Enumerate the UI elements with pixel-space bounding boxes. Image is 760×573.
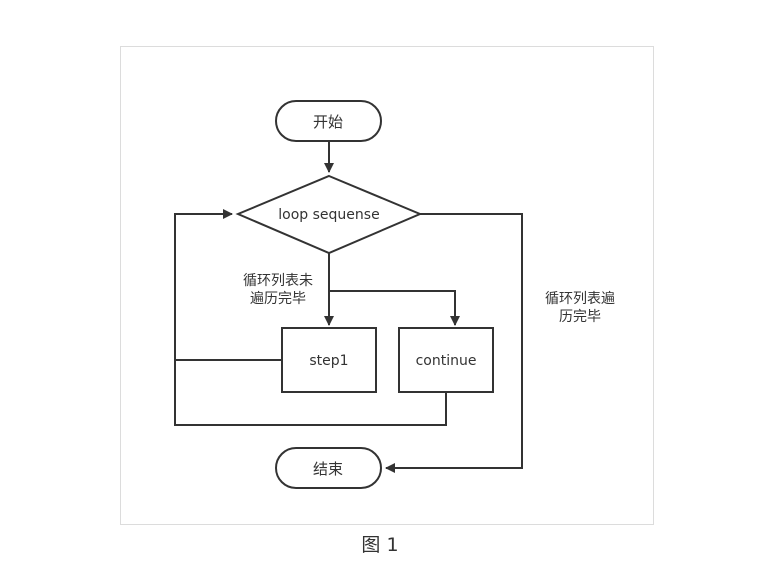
edge-step1-back-to-loop	[174, 209, 282, 361]
start-node: 开始	[275, 100, 382, 142]
edge-continue-back-to-loop	[174, 360, 447, 426]
loop-label: loop sequense	[278, 207, 379, 223]
step1-label: step1	[309, 353, 348, 369]
diagram-frame	[120, 46, 654, 525]
start-label: 开始	[313, 113, 343, 131]
continue-label: continue	[416, 353, 477, 369]
continue-node: continue	[398, 327, 494, 393]
not-done-label-line1: 循环列表未	[243, 273, 313, 289]
done-label-line2: 历完毕	[559, 309, 601, 325]
loop-decision: loop sequense	[235, 174, 423, 255]
done-label-line1: 循环列表遍	[545, 291, 615, 307]
edge-loop-to-continue	[329, 290, 460, 326]
edge-loop-to-end	[385, 213, 523, 473]
end-label: 结束	[313, 460, 343, 478]
figure-caption: 图 1	[361, 534, 399, 556]
end-node: 结束	[275, 447, 382, 489]
step1-node: step1	[281, 327, 377, 393]
not-done-label-line2: 遍历完毕	[250, 291, 306, 307]
